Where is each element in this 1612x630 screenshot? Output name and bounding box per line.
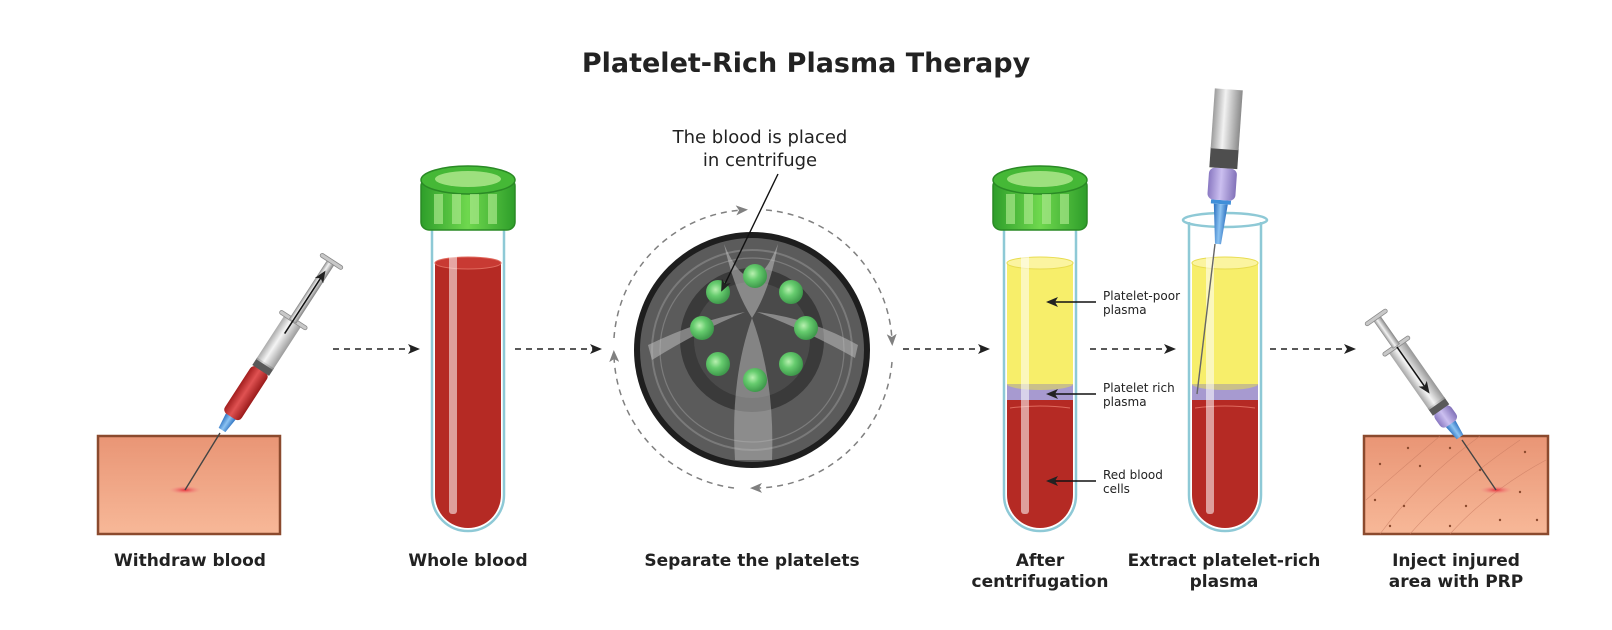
centrifuge-note-line: in centrifuge xyxy=(702,150,818,171)
extraction-needle xyxy=(1196,243,1216,395)
sample-slot xyxy=(794,316,818,340)
centrifuge-note-line: The blood is placed xyxy=(672,127,848,148)
sample-slot xyxy=(690,316,714,340)
needle xyxy=(1461,439,1497,491)
blood-surface xyxy=(434,256,502,270)
rotation-arc-left xyxy=(609,350,735,489)
syringe-thumb-rest xyxy=(319,253,344,270)
inject-illustration xyxy=(1362,308,1550,536)
tube-highlight xyxy=(1206,244,1214,514)
label-platelet-poor-plasma: Platelet-poor plasma xyxy=(1103,289,1180,317)
step-label-line: Separate the platelets xyxy=(644,551,860,571)
syringe-plunger xyxy=(1373,315,1401,349)
label-line: Platelet-poor xyxy=(1103,289,1180,303)
syringe-thumb-rest xyxy=(1364,308,1388,327)
step-label-line: area with PRP xyxy=(1388,572,1524,592)
rotation-arc-right xyxy=(765,209,897,346)
step-label-extract-prp: Extract platelet-rich plasma xyxy=(1114,551,1334,593)
step-label-whole-blood: Whole blood xyxy=(368,551,568,572)
tube-highlight xyxy=(449,244,457,514)
pull-arrow xyxy=(284,270,326,334)
syringe-inject xyxy=(1364,308,1464,440)
step-label-line: Whole blood xyxy=(408,551,528,571)
needle xyxy=(184,432,221,491)
reflection-left xyxy=(648,312,745,360)
centrifuge xyxy=(609,173,897,493)
skin-patch-hairy xyxy=(1362,434,1550,536)
syringe-blood-barrel xyxy=(224,366,268,421)
tube-highlight xyxy=(1021,244,1029,514)
red-cells-layer xyxy=(1007,398,1073,528)
label-line: plasma xyxy=(1103,395,1147,409)
green-cap xyxy=(420,165,516,231)
rotor-sample-slots xyxy=(690,264,818,392)
green-cap xyxy=(992,165,1088,231)
label-line: Red blood xyxy=(1103,468,1163,482)
step-label-withdraw-blood: Withdraw blood xyxy=(90,551,290,572)
sample-slot xyxy=(779,280,803,304)
step-label-line: Withdraw blood xyxy=(114,551,266,571)
withdraw-illustration xyxy=(96,253,344,536)
label-red-blood-cells: Red blood cells xyxy=(1103,468,1163,496)
syringe-empty-barrel xyxy=(1210,88,1243,151)
rotation-arc-bottom xyxy=(750,361,893,493)
rotation-arrows xyxy=(609,205,897,493)
syringe-extract xyxy=(1207,88,1243,245)
centrifuge-note: The blood is placed in centrifuge xyxy=(660,126,860,172)
extraction-tube xyxy=(1181,88,1269,533)
syringe-rubber-stopper xyxy=(1209,147,1239,170)
syringe-prp-barrel xyxy=(1207,167,1237,201)
sample-slot xyxy=(779,352,803,376)
reflection-right xyxy=(757,312,858,358)
step-label-separate-platelets: Separate the platelets xyxy=(622,551,882,572)
rotation-arc-top xyxy=(613,205,748,339)
step-label-line: Inject injured xyxy=(1392,551,1520,571)
skin-patch xyxy=(96,434,282,536)
separated-tube xyxy=(992,165,1096,533)
syringe-empty-barrel xyxy=(256,315,302,371)
step-label-after-centrifugation: After centrifugation xyxy=(960,551,1120,593)
sample-slot xyxy=(706,352,730,376)
red-cells-layer xyxy=(1192,398,1258,528)
sample-slot xyxy=(706,280,730,304)
step-label-line: centrifugation xyxy=(971,572,1109,592)
syringe-withdraw xyxy=(218,253,344,433)
step-label-line: plasma xyxy=(1189,572,1259,592)
step-label-line: After xyxy=(1015,551,1065,571)
label-platelet-rich-plasma: Platelet rich plasma xyxy=(1103,381,1175,409)
syringe-prp-barrel xyxy=(1434,405,1458,428)
label-line: Platelet rich xyxy=(1103,381,1175,395)
needle-hub xyxy=(1213,203,1228,245)
push-arrow xyxy=(1396,346,1430,394)
step-label-line: Extract platelet-rich xyxy=(1127,551,1321,571)
syringe-rubber-stopper xyxy=(1427,396,1450,416)
label-line: cells xyxy=(1103,482,1130,496)
hair-follicles xyxy=(1373,446,1539,528)
step-label-inject-prp: Inject injured area with PRP xyxy=(1366,551,1546,593)
platelet-poor-layer xyxy=(1007,262,1073,384)
centrifuge-pointer xyxy=(721,173,779,292)
platelet-poor-layer xyxy=(1192,262,1258,384)
sample-slot xyxy=(743,368,767,392)
syringe-rubber-stopper xyxy=(252,357,274,376)
blood-fill xyxy=(435,262,501,528)
sample-slot xyxy=(743,264,767,288)
whole-blood-tube xyxy=(420,165,516,533)
label-line: plasma xyxy=(1103,303,1147,317)
diagram-title: Platelet-Rich Plasma Therapy xyxy=(581,48,1031,79)
